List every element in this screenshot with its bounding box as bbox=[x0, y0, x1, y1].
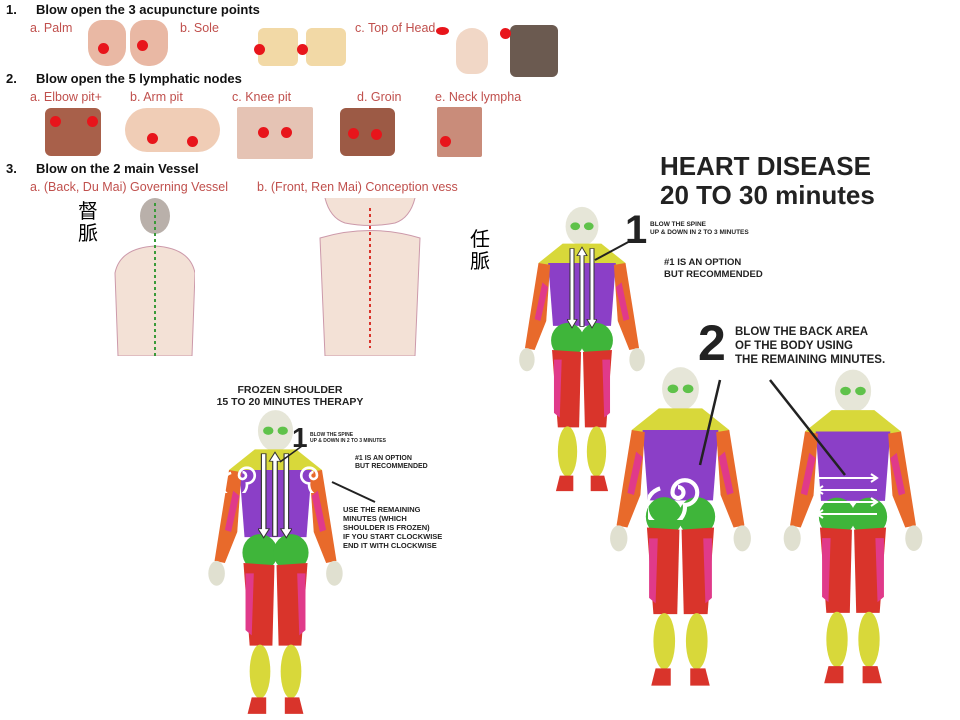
spiral-arrow-icon bbox=[648, 478, 700, 520]
section-2-heading: 2.Blow open the 5 lymphatic nodes bbox=[6, 71, 242, 86]
section-3-heading: 3.Blow on the 2 main Vessel bbox=[6, 161, 199, 176]
spiral-arrow-icon-right bbox=[299, 466, 331, 493]
governing-vessel-label: 督脈 bbox=[78, 199, 98, 245]
label-palm: a. Palm bbox=[30, 21, 73, 35]
label-conception-vessel: b. (Front, Ren Mai) Conception vess bbox=[257, 180, 458, 194]
frozen-step1-number: 1 bbox=[292, 422, 308, 453]
frozen-shoulder-title: FROZEN SHOULDER 15 TO 20 MINUTES THERAPY bbox=[216, 384, 364, 408]
frozen-pointer-arrows bbox=[279, 445, 376, 503]
label-groin: d. Groin bbox=[357, 90, 402, 104]
heart-pointer-arrows bbox=[594, 239, 846, 476]
label-top-of-head: c. Top of Head bbox=[355, 21, 436, 35]
label-governing-vessel: a. (Back, Du Mai) Governing Vessel bbox=[30, 180, 228, 194]
governing-vessel-diagram bbox=[114, 198, 195, 356]
heart-disease-title: HEART DISEASE 20 TO 30 minutes bbox=[660, 151, 875, 210]
label-knee-pit: c. Knee pit bbox=[232, 90, 292, 104]
section-1-heading: 1.Blow open the 3 acupuncture points bbox=[6, 2, 260, 17]
label-arm-pit: b. Arm pit bbox=[130, 90, 183, 104]
label-elbow-pit: a. Elbow pit+ bbox=[30, 90, 102, 104]
heart-step2-number: 2 bbox=[698, 315, 726, 371]
spiral-arrow-icon-left bbox=[225, 466, 257, 493]
label-neck-lymph: e. Neck lympha bbox=[435, 90, 522, 104]
back-horizontal-arrows-icon bbox=[815, 473, 879, 519]
label-sole: b. Sole bbox=[180, 21, 219, 35]
conception-vessel-diagram bbox=[319, 198, 421, 356]
conception-vessel-label: 任脈 bbox=[470, 227, 490, 273]
